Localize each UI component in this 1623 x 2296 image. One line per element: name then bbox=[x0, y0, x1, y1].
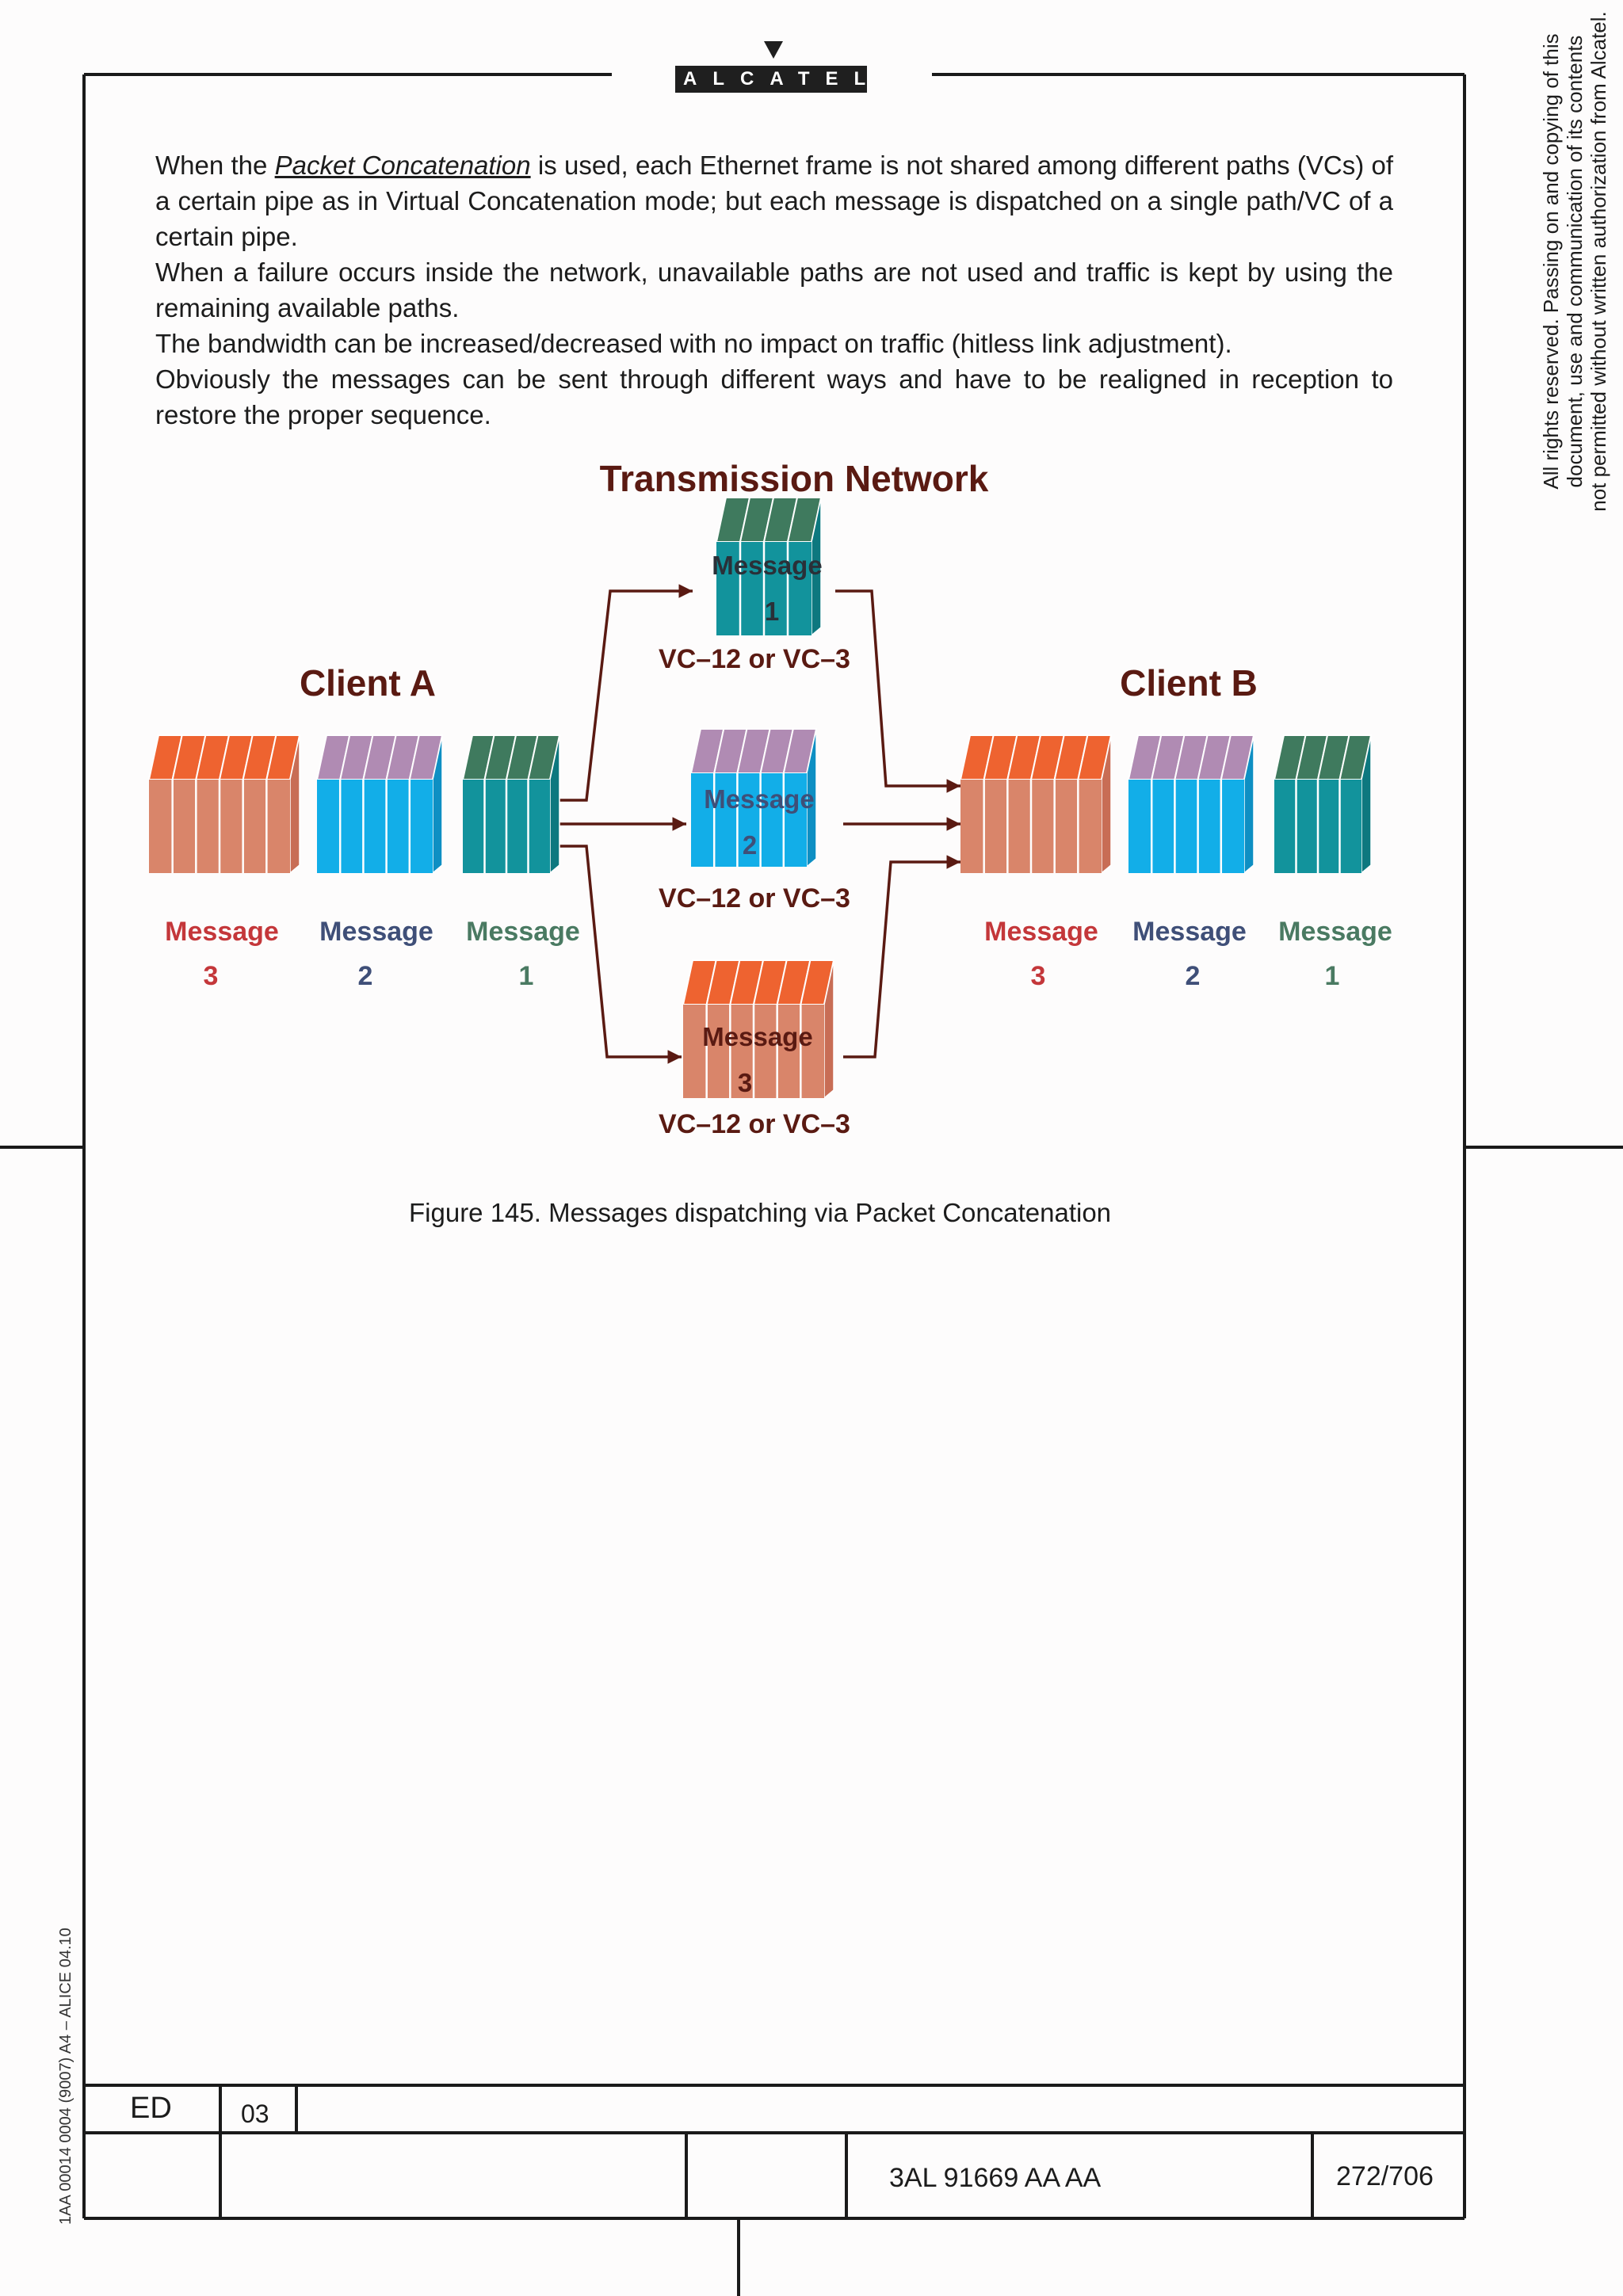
client-b-message-3-label: Message bbox=[984, 917, 1098, 947]
client-a-block-message-3 bbox=[147, 734, 301, 875]
path-2-message-label: Message bbox=[704, 784, 814, 814]
arrow-from-path-1 bbox=[835, 589, 960, 793]
paragraph-failure: When a failure occurs inside the network… bbox=[155, 257, 1393, 322]
copyright-notice: All rights reserved. Passing on and copy… bbox=[1539, 0, 1610, 539]
client-b-message-3-number: 3 bbox=[1031, 961, 1046, 991]
client-a-title: Client A bbox=[300, 662, 436, 704]
arrow-from-path-3 bbox=[843, 855, 960, 1058]
paragraph-bandwidth: The bandwidth can be increased/decreased… bbox=[155, 329, 1232, 358]
path-1-vc-label: VC–12 or VC–3 bbox=[659, 644, 850, 674]
arrow-to-path-1 bbox=[550, 584, 693, 802]
client-b-message-1-label: Message bbox=[1278, 917, 1392, 947]
client-b-messages bbox=[959, 734, 1373, 875]
logo-text: ALCATEL bbox=[683, 68, 882, 90]
client-a-message-3-label: Message bbox=[165, 917, 279, 947]
client-a-message-1-label: Message bbox=[466, 917, 580, 947]
path-1-message-number: 1 bbox=[765, 597, 779, 626]
client-b-block-message-3 bbox=[959, 734, 1113, 875]
path-2-message-number: 2 bbox=[743, 830, 757, 860]
path-1-block bbox=[715, 497, 823, 637]
client-b-message-2-number: 2 bbox=[1186, 961, 1201, 991]
client-a-message-2-label: Message bbox=[319, 917, 433, 947]
logo-triangle-icon bbox=[764, 41, 783, 59]
client-a-message-1-number: 1 bbox=[519, 961, 534, 991]
network-path-blocks bbox=[682, 497, 835, 1100]
copyright-line-2: document, use and communication of its c… bbox=[1563, 35, 1587, 488]
path-3-message-label: Message bbox=[702, 1022, 812, 1051]
paragraph-packet-concatenation: When the Packet Concatenation is used, e… bbox=[155, 147, 1393, 254]
ed-label: ED bbox=[130, 2092, 172, 2125]
p1-text-end: is used, each Ethernet frame is not shar… bbox=[155, 151, 1393, 251]
client-a-messages bbox=[147, 734, 561, 875]
path-3-block bbox=[682, 959, 835, 1100]
client-a-block-message-1 bbox=[461, 734, 561, 875]
client-a-message-2-number: 2 bbox=[358, 961, 373, 991]
figure-caption: Figure 145. Messages dispatching via Pac… bbox=[409, 1198, 1112, 1227]
page-number: 272/706 bbox=[1336, 2161, 1434, 2191]
client-b-title: Client B bbox=[1120, 662, 1258, 704]
paragraph-realign: Obviously the messages can be sent throu… bbox=[155, 364, 1393, 429]
client-b-block-message-2 bbox=[1127, 734, 1255, 875]
network-title: Transmission Network bbox=[600, 458, 989, 499]
client-b-message-2-label: Message bbox=[1132, 917, 1247, 947]
ed-value: 03 bbox=[241, 2100, 269, 2128]
form-code: 1AA 00014 0004 (9007) A4 – ALICE 04.10 bbox=[57, 1928, 74, 2225]
document-number: 3AL 91669 AA AA bbox=[889, 2163, 1102, 2193]
packet-concatenation-term: Packet Concatenation bbox=[274, 151, 531, 180]
copyright-line-3: not permitted without written authorizat… bbox=[1587, 11, 1610, 512]
alcatel-logo: ALCATEL bbox=[675, 66, 867, 93]
path-3-message-number: 3 bbox=[738, 1068, 752, 1097]
path-2-vc-label: VC–12 or VC–3 bbox=[659, 883, 850, 913]
client-a-message-3-number: 3 bbox=[204, 961, 219, 991]
arrow-to-path-3 bbox=[550, 845, 682, 1064]
path-connectors bbox=[550, 584, 960, 1064]
client-b-block-message-1 bbox=[1273, 734, 1373, 875]
client-b-message-1-number: 1 bbox=[1325, 961, 1340, 991]
path-3-vc-label: VC–12 or VC–3 bbox=[659, 1109, 850, 1139]
path-2-block bbox=[689, 728, 818, 868]
client-a-block-message-2 bbox=[315, 734, 444, 875]
copyright-line-1: All rights reserved. Passing on and copy… bbox=[1539, 33, 1563, 490]
path-1-message-label: Message bbox=[712, 551, 822, 580]
p1-text-start: When the bbox=[155, 151, 275, 180]
